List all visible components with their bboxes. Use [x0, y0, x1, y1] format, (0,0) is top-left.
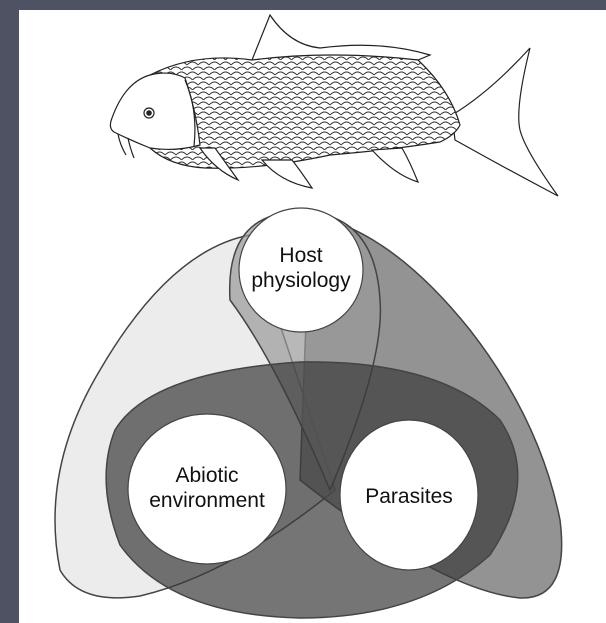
- fish-body: [150, 55, 460, 168]
- host-label-line: Host: [241, 243, 361, 268]
- abiotic-label-line: environment: [132, 488, 282, 513]
- fish-pelvic-fin: [262, 160, 312, 188]
- fish-pupil: [147, 111, 151, 115]
- fish-dorsal-fin: [252, 15, 430, 60]
- host-physiology-label: Host physiology: [241, 243, 361, 293]
- host-label-line: physiology: [241, 268, 361, 293]
- abiotic-label-line: Abiotic: [132, 463, 282, 488]
- abiotic-environment-label: Abiotic environment: [132, 463, 282, 513]
- fish-anal-fin: [372, 148, 418, 182]
- parasites-label: Parasites: [345, 484, 473, 509]
- fish-illustration: [110, 15, 558, 196]
- fish-tail-fin: [452, 48, 558, 196]
- parasites-label-line: Parasites: [345, 484, 473, 509]
